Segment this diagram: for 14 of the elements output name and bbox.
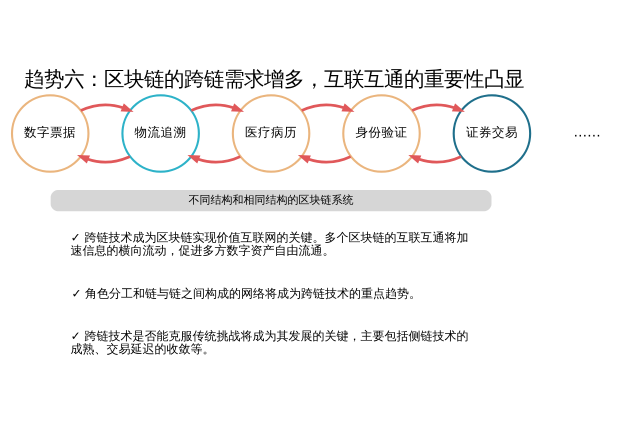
diagram-title: 趋势六：区块链的跨链需求增多，互联互通的重要性凸显 — [24, 66, 524, 91]
arrow — [412, 102, 465, 112]
arrow — [190, 102, 244, 112]
arrow — [298, 154, 352, 164]
arrow — [301, 102, 354, 112]
label: ✓ 跨链技术成为区块链实现价值互联网的关键。多个区块链的互联互通将加速信息的横向流动，促进多方数字资产自由流通。 — [70, 230, 468, 257]
node-label: …… — [573, 124, 601, 140]
arrow — [187, 154, 241, 164]
node-box: 不同结构和相同结构的区块链系统 — [50, 189, 492, 211]
arrow — [80, 102, 134, 112]
label: ✓ 跨链技术是否能克服传统挑战将成为其发展的关键，主要包括侧链技术的成熟、交易延迟的收敛等。 — [70, 328, 468, 356]
label: ✓ 角色分工和链与链之间构成的网络将成为跨链技术的重点趋势。 — [71, 286, 422, 300]
arrow — [408, 154, 462, 164]
arrow — [77, 154, 130, 164]
